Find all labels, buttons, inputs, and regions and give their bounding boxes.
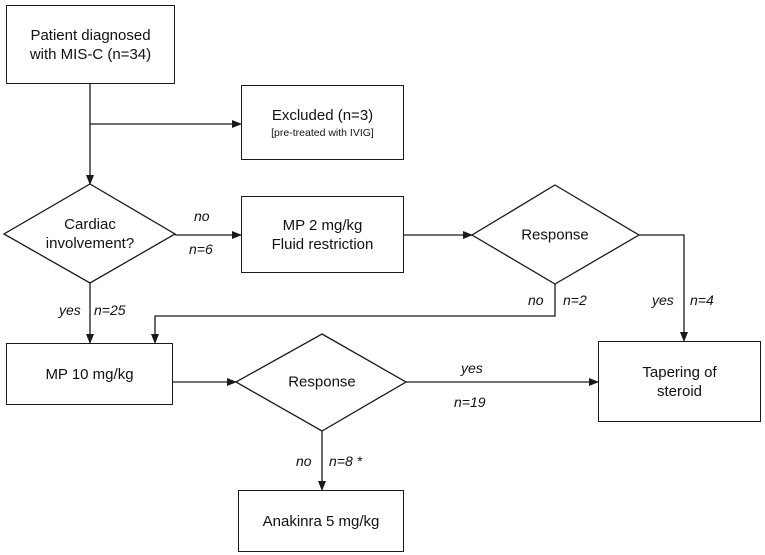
cardiac-text: Cardiac involvement?	[46, 215, 134, 253]
response1-text: Response	[521, 226, 589, 244]
arrow-response1-yes	[639, 234, 688, 342]
response1-yes-count: n=4	[690, 292, 714, 308]
anakinra-label: Anakinra 5 mg/kg	[262, 512, 380, 530]
cardiac-no-count: n=6	[189, 241, 213, 257]
cardiac-no-answer: no	[194, 208, 210, 224]
mp10-box: MP 10 mg/kg	[6, 343, 173, 405]
cardiac-yes-count: n=25	[94, 302, 126, 318]
response1-yes-answer: yes	[652, 292, 674, 308]
cardiac-line1: Cardiac	[64, 216, 116, 233]
tapering-line1: Tapering of	[642, 363, 717, 381]
decision-response2-diamond	[234, 333, 408, 432]
response1-no-answer: no	[528, 292, 544, 308]
anakinra-box: Anakinra 5 mg/kg	[238, 490, 404, 552]
decision-cardiac-diamond	[2, 183, 177, 284]
excluded-box: Excluded (n=3) [pre-treated with IVIG]	[241, 85, 404, 160]
tapering-line2: steroid	[656, 382, 703, 400]
mp2-line1: MP 2 mg/kg	[282, 216, 363, 234]
excluded-line2: [pre-treated with IVIG]	[271, 126, 374, 139]
patients-box: Patient diagnosed with MIS-C (n=34)	[6, 5, 175, 84]
response2-text: Response	[288, 373, 356, 391]
cardiac-line2: involvement?	[45, 235, 135, 252]
response2-no-answer: no	[296, 453, 312, 469]
mp2-box: MP 2 mg/kg Fluid restriction	[241, 196, 404, 273]
response2-no-count: n=8 *	[329, 453, 363, 469]
patients-line2: with MIS-C (n=34)	[29, 45, 152, 63]
excluded-line1: Excluded (n=3)	[271, 106, 374, 124]
patients-line1: Patient diagnosed	[30, 26, 151, 44]
arrow-response1-no	[151, 284, 556, 344]
response1-no-count: n=2	[563, 292, 587, 308]
mp10-label: MP 10 mg/kg	[45, 365, 134, 383]
mp2-line2: Fluid restriction	[271, 235, 374, 253]
response2-yes-answer: yes	[461, 360, 483, 376]
response2-yes-count: n=19	[454, 394, 486, 410]
tapering-box: Tapering of steroid	[598, 341, 761, 422]
cardiac-yes-answer: yes	[59, 302, 81, 318]
decision-response1-diamond	[470, 184, 641, 285]
